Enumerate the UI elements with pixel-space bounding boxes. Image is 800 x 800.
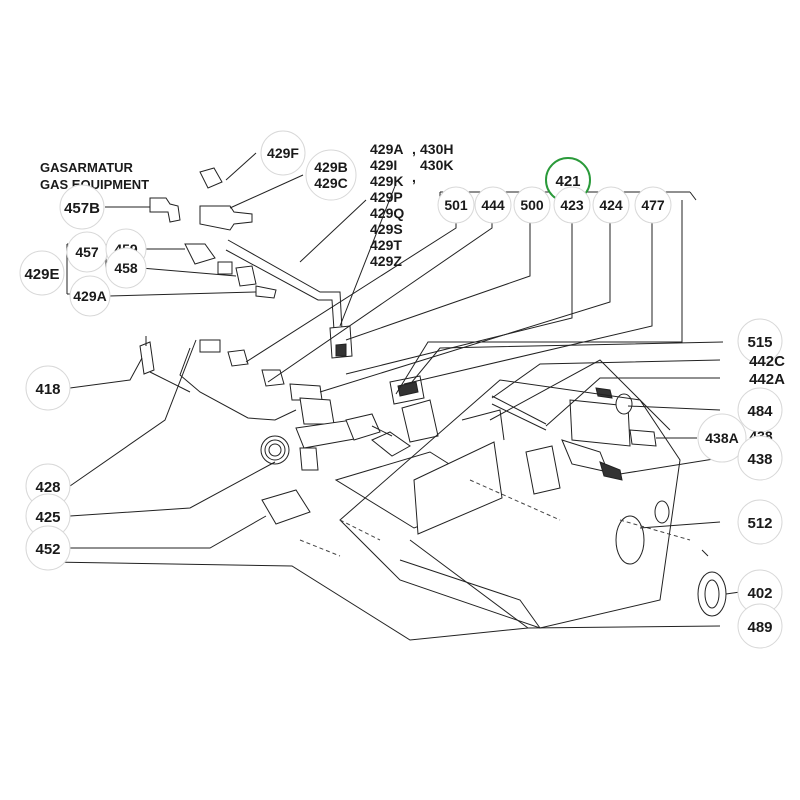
label-452: 452: [35, 541, 60, 558]
label-500: 500: [520, 197, 544, 213]
nut-429f: [199, 167, 223, 189]
label-429e: 429E: [24, 266, 59, 283]
diagram-title-line-2: GAS EQUIPMENT: [40, 177, 149, 192]
front-panel-housing: [339, 379, 681, 629]
gas-pipe-429: [227, 239, 343, 331]
elbow-fitting-457b: [149, 197, 181, 223]
label-438-b: 438: [747, 451, 772, 468]
label-442a: 442A: [749, 371, 785, 388]
igniter-484: [569, 399, 631, 447]
label-429i: 429I: [370, 157, 397, 173]
svg-text:,: ,: [412, 169, 416, 185]
label-402: 402: [747, 585, 772, 602]
ring-459: [217, 261, 233, 275]
label-512: 512: [747, 515, 772, 532]
label-484: 484: [747, 403, 773, 420]
label-429z: 429Z: [370, 253, 402, 269]
label-428: 428: [35, 479, 60, 496]
label-429k: 429K: [370, 173, 403, 189]
label-421: 421: [555, 173, 580, 190]
label-429b: 429B: [314, 159, 347, 175]
label-438a: 438A: [705, 430, 738, 446]
label-429p: 429P: [370, 189, 403, 205]
panel-hole-large: [615, 515, 645, 565]
label-425: 425: [35, 509, 60, 526]
label-457b: 457B: [64, 200, 100, 217]
label-489: 489: [747, 619, 772, 636]
svg-text:,: ,: [412, 141, 416, 157]
bracket-418: [139, 341, 155, 375]
injector-fitting: [199, 339, 221, 353]
label-429f: 429F: [267, 145, 299, 161]
label-501: 501: [444, 197, 468, 213]
panel-hole-small: [654, 500, 670, 524]
label-424: 424: [599, 197, 623, 213]
control-box-452: [261, 489, 311, 525]
label-429a: 429A: [73, 288, 106, 304]
label-429q: 429Q: [370, 205, 404, 221]
label-429s: 429S: [370, 221, 403, 237]
label-515: 515: [747, 334, 772, 351]
label-430k: 430K: [420, 157, 453, 173]
knob-402: [697, 571, 727, 617]
bracket-panel: [413, 441, 503, 535]
label-430h: 430H: [420, 141, 453, 157]
hose-nipple-429b: [199, 205, 253, 231]
label-429t: 429T: [370, 237, 402, 253]
fitting-459: [184, 243, 216, 265]
label-429a-top: 429A: [370, 141, 403, 157]
label-418: 418: [35, 381, 60, 398]
diagram-title-line-1: GASARMATUR: [40, 160, 134, 175]
rod-442c: [491, 395, 547, 425]
part-labels: 429F 429B 429C 429A 429I 429K 429P 429Q …: [19, 130, 785, 649]
label-458: 458: [114, 260, 138, 276]
label-423: 423: [560, 197, 584, 213]
label-429c: 429C: [314, 175, 347, 191]
bracket-plate: [525, 445, 561, 495]
thermocouple-wire: [179, 347, 297, 421]
label-457: 457: [75, 244, 99, 260]
tip-438a: [629, 429, 657, 447]
label-442c: 442C: [749, 353, 785, 370]
thermocouple-coil: [260, 435, 290, 465]
sleeve-429a: [255, 285, 277, 299]
parts-drawing: [139, 167, 727, 629]
nut-458: [235, 265, 257, 287]
label-477: 477: [641, 197, 665, 213]
label-444: 444: [481, 197, 505, 213]
